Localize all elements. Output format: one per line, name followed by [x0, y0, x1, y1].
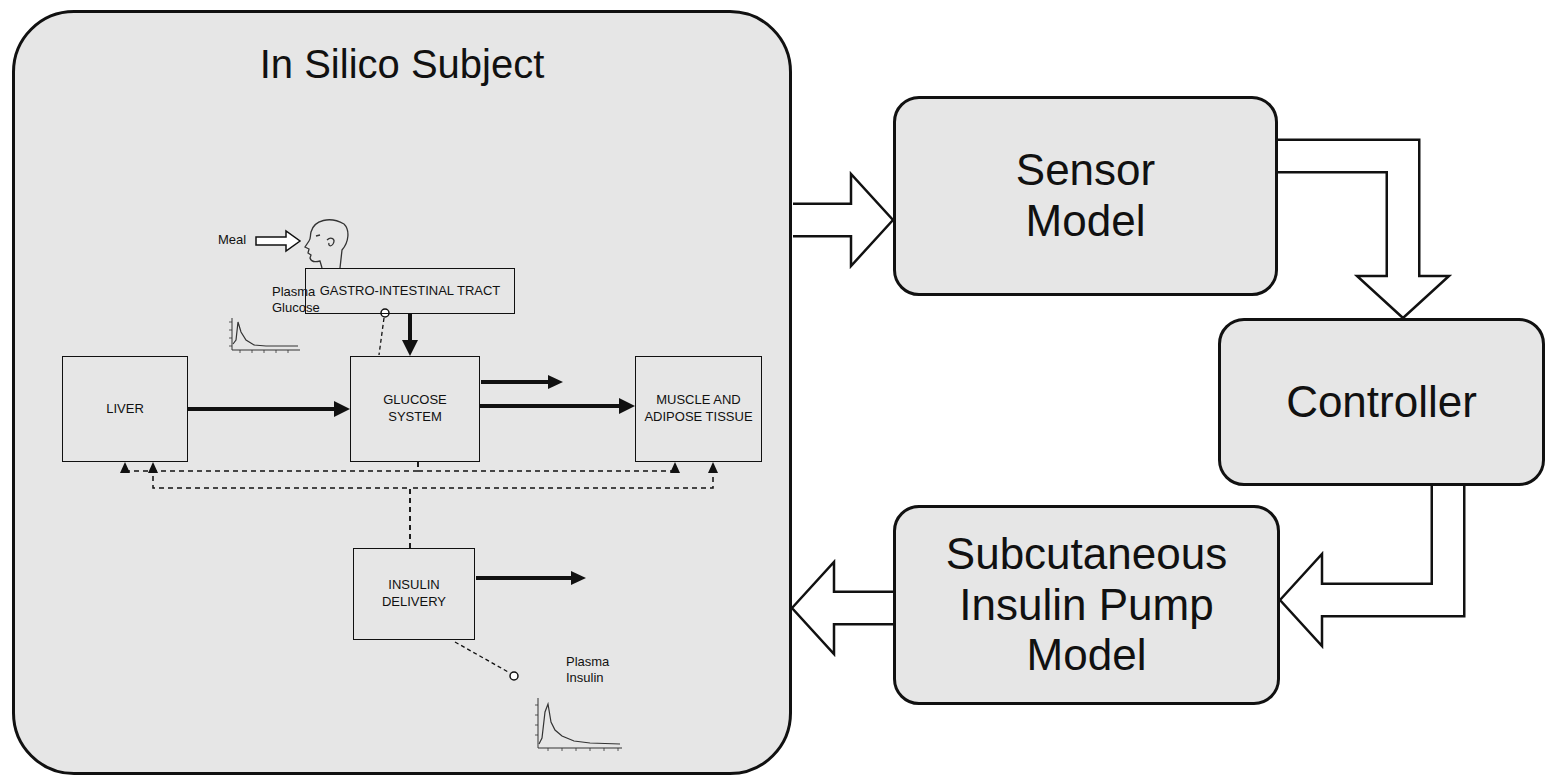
connector-line [125, 462, 418, 472]
arrow-fill [793, 205, 855, 235]
arrow-head [402, 340, 418, 356]
arrow-fill [1318, 484, 1448, 600]
arrow-head [851, 174, 893, 266]
arrow-fill [1276, 156, 1403, 280]
head-icon [305, 220, 348, 268]
annotation-label: Plasma Insulin [566, 654, 626, 687]
flow-arrow [188, 401, 350, 417]
arrow-outline [1322, 484, 1448, 600]
node-label: GLUCOSE SYSTEM [356, 392, 474, 426]
block-arrow [1276, 156, 1449, 318]
node-label: Sensor Model [981, 145, 1191, 246]
insulin-thumbnail [535, 698, 622, 751]
block-arrow [1280, 484, 1448, 646]
control-signal [418, 462, 680, 473]
connector-line [188, 407, 335, 411]
arrow-head [334, 401, 350, 417]
node-label: Controller [1286, 377, 1477, 428]
flow-arrow [480, 398, 635, 414]
arrow-fill [830, 593, 895, 623]
node-label: MUSCLE AND ADIPOSE TISSUE [641, 392, 756, 426]
node-label: INSULIN DELIVERY [359, 577, 469, 611]
arrow-head [708, 462, 718, 473]
block-arrow [792, 562, 895, 654]
arrow-head [148, 462, 158, 473]
arrow-head [792, 562, 834, 654]
arrow-head [670, 462, 680, 473]
meal-arrow [256, 231, 300, 251]
annotation-label: Plasma Glucose [272, 284, 336, 317]
outflow-arrow [476, 571, 586, 585]
panel-title: In Silico Subject [260, 41, 545, 87]
arrow-head [619, 398, 635, 414]
leader-line [455, 642, 510, 673]
annotation-label: Meal [218, 232, 258, 248]
process-box: Sensor Model [893, 96, 1278, 296]
arrow-head [1280, 554, 1322, 646]
organ-box: GASTRO-INTESTINAL TRACT [305, 268, 515, 314]
arrow-head [120, 462, 130, 473]
subject-panel: In Silico SubjectGASTRO-INTESTINAL TRACT… [12, 10, 792, 775]
organ-box: GLUCOSE SYSTEM [350, 356, 480, 462]
connector-line [153, 472, 410, 548]
leader-dot [510, 672, 518, 680]
organ-box: LIVER [62, 356, 188, 462]
arrow-outline [1276, 156, 1403, 276]
control-signal [410, 462, 718, 548]
node-label: Subcutaneous Insulin Pump Model [917, 529, 1257, 681]
process-box: Subcutaneous Insulin Pump Model [893, 505, 1280, 705]
flow-arrow [402, 314, 418, 356]
connector-line [480, 404, 620, 408]
connector-line [408, 314, 412, 341]
control-signal [120, 462, 418, 473]
node-label: GASTRO-INTESTINAL TRACT [320, 283, 501, 300]
arrow-head [1357, 276, 1449, 318]
connector-line [410, 472, 713, 548]
leader-dot [381, 309, 389, 317]
organ-box: MUSCLE AND ADIPOSE TISSUE [635, 356, 762, 462]
outflow-arrow [481, 375, 563, 389]
node-label: LIVER [106, 401, 144, 418]
organ-box: INSULIN DELIVERY [353, 548, 475, 640]
connector-line [418, 462, 675, 472]
block-arrow [793, 174, 893, 266]
leader-line [379, 318, 384, 355]
glucose-thumbnail [229, 318, 300, 353]
process-box: Controller [1218, 318, 1545, 486]
control-signal [148, 462, 410, 548]
